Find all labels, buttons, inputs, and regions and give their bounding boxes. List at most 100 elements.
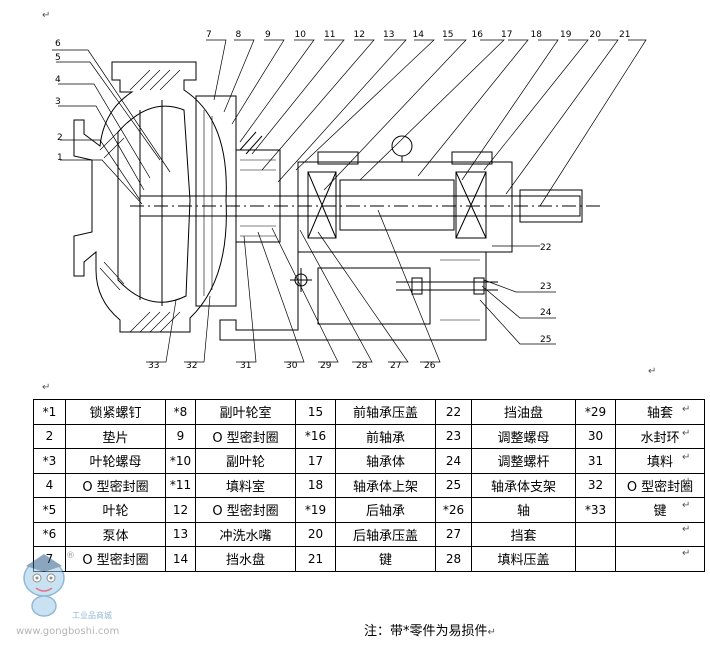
callout-number: 5 bbox=[55, 53, 61, 63]
part-name-cell: 副叶轮 bbox=[195, 448, 296, 474]
part-name-cell: 挡油盘 bbox=[471, 399, 576, 425]
part-number-cell: 24 bbox=[435, 448, 472, 474]
part-number-cell: 20 bbox=[295, 521, 336, 547]
enter-mark: ↵ bbox=[648, 366, 657, 377]
part-name-cell: O 型密封圈 bbox=[195, 423, 296, 449]
part-name-cell: 垫片 bbox=[65, 423, 166, 449]
part-name-cell: 填料压盖 bbox=[471, 546, 576, 572]
part-name-cell: 键 bbox=[615, 497, 705, 523]
enter-mark: ↵ bbox=[682, 524, 691, 535]
enter-mark: ↵ bbox=[682, 404, 691, 415]
pump-casing bbox=[73, 61, 227, 333]
part-number-cell: 9 bbox=[165, 423, 196, 449]
callout-number: 33 bbox=[148, 361, 159, 371]
callout-number: 9 bbox=[265, 30, 271, 40]
part-number-cell: 27 bbox=[435, 521, 472, 547]
watermark-logo: ® 工业品商城 www.gongboshi.com bbox=[16, 551, 119, 637]
part-name-cell: 轴承体支架 bbox=[471, 472, 576, 498]
part-name-cell: 挡水盘 bbox=[195, 546, 296, 572]
callout-number: 22 bbox=[540, 243, 551, 253]
part-name-cell: 调整螺杆 bbox=[471, 448, 576, 474]
callout-number: 27 bbox=[390, 361, 401, 371]
seal-chamber bbox=[195, 95, 237, 307]
part-name-cell: 轴套 bbox=[615, 399, 705, 425]
part-number-cell: 21 bbox=[295, 546, 336, 572]
part-number-cell: *10 bbox=[165, 448, 196, 474]
callout-number: 19 bbox=[560, 30, 572, 40]
part-number-cell: *26 bbox=[435, 497, 472, 523]
part-name-cell: O 型密封圈 bbox=[65, 472, 166, 498]
callout-number: 15 bbox=[442, 30, 453, 40]
callout-number: 31 bbox=[240, 361, 251, 371]
callout-number: 2 bbox=[57, 133, 63, 143]
callout-number: 32 bbox=[186, 361, 197, 371]
callout-number: 12 bbox=[354, 30, 365, 40]
part-name-cell: 挡套 bbox=[471, 521, 576, 547]
part-number-cell: 23 bbox=[435, 423, 472, 449]
watermark-url: www.gongboshi.com bbox=[16, 626, 119, 637]
part-name-cell: 副叶轮室 bbox=[195, 399, 296, 425]
part-name-cell: 前轴承压盖 bbox=[335, 399, 436, 425]
callout-number: 28 bbox=[356, 361, 368, 371]
part-name-cell: 叶轮 bbox=[65, 497, 166, 523]
enter-mark: ↵ bbox=[682, 428, 691, 439]
part-name-cell: 键 bbox=[335, 546, 436, 572]
part-name-cell: O 型密封圈 bbox=[65, 546, 166, 572]
bearing-support bbox=[219, 251, 487, 341]
part-number-cell: 4 bbox=[33, 472, 66, 498]
part-number-cell: *19 bbox=[295, 497, 336, 523]
callout-number: 1 bbox=[57, 153, 63, 163]
part-number-cell: *6 bbox=[33, 521, 66, 547]
callout-number: 4 bbox=[55, 75, 61, 85]
enter-mark: ↵ bbox=[682, 476, 691, 487]
part-number-cell: 30 bbox=[575, 423, 616, 449]
watermark-registered: ® bbox=[66, 551, 75, 561]
callout-number: 20 bbox=[590, 30, 602, 40]
part-number-cell: *8 bbox=[165, 399, 196, 425]
callout-number: 6 bbox=[55, 39, 61, 49]
part-name-cell bbox=[615, 546, 705, 572]
part-name-cell: O 型密封圈 bbox=[615, 472, 705, 498]
part-number-cell: 22 bbox=[435, 399, 472, 425]
part-number-cell: 31 bbox=[575, 448, 616, 474]
part-number-cell: 2 bbox=[33, 423, 66, 449]
part-number-cell: *5 bbox=[33, 497, 66, 523]
callout-number: 10 bbox=[295, 30, 307, 40]
enter-mark: ↵ bbox=[487, 627, 496, 638]
callout-number: 14 bbox=[413, 30, 425, 40]
callout-number: 11 bbox=[324, 30, 335, 40]
part-number-cell: 12 bbox=[165, 497, 196, 523]
part-number-cell: *11 bbox=[165, 472, 196, 498]
part-name-cell: 后轴承 bbox=[335, 497, 436, 523]
part-name-cell: 泵体 bbox=[65, 521, 166, 547]
part-number-cell: *1 bbox=[33, 399, 66, 425]
part-number-cell: *3 bbox=[33, 448, 66, 474]
impeller bbox=[117, 105, 191, 303]
callout-number: 30 bbox=[286, 361, 298, 371]
callout-number: 21 bbox=[619, 30, 630, 40]
part-name-cell: 叶轮螺母 bbox=[65, 448, 166, 474]
part-name-cell: 轴 bbox=[471, 497, 576, 523]
part-number-cell: 15 bbox=[295, 399, 336, 425]
watermark-site-name: 工业品商城 bbox=[72, 610, 112, 620]
callout-number: 17 bbox=[501, 30, 512, 40]
footnote: 注：带*零件为易损件↵ bbox=[364, 620, 496, 639]
part-name-cell: 填料 bbox=[615, 448, 705, 474]
enter-mark: ↵ bbox=[42, 382, 51, 393]
callout-number: 23 bbox=[540, 282, 551, 292]
part-number-cell: 13 bbox=[165, 521, 196, 547]
part-name-cell: 前轴承 bbox=[335, 423, 436, 449]
callout-number: 3 bbox=[55, 97, 61, 107]
part-number-cell: 17 bbox=[295, 448, 336, 474]
part-number-cell bbox=[575, 521, 616, 547]
part-name-cell: 后轴承压盖 bbox=[335, 521, 436, 547]
part-name-cell: 轴承体上架 bbox=[335, 472, 436, 498]
callout-number: 29 bbox=[320, 361, 332, 371]
